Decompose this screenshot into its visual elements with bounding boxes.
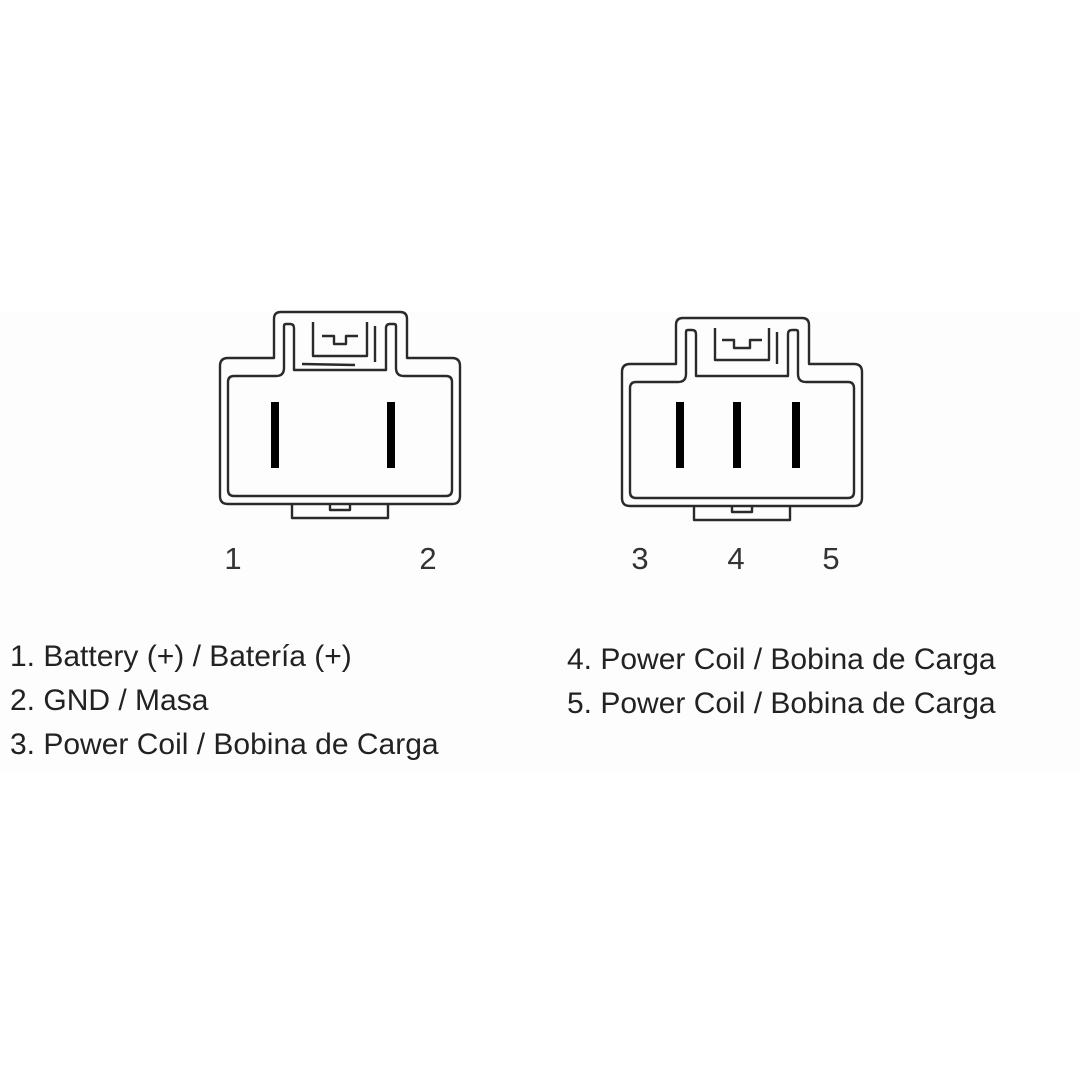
legend-item-1: 1. Battery (+) / Batería (+) [10,640,352,673]
pin-number-5: 5 [822,541,840,576]
terminal-pin-1 [271,402,279,468]
pin-number-3: 3 [631,541,649,576]
terminal-pin-5 [792,402,800,468]
connector-3-pin [620,316,864,522]
legend-item-3: 3. Power Coil / Bobina de Carga [10,728,439,761]
legend-item-5: 5. Power Coil / Bobina de Carga [567,687,996,720]
diagram-background [0,312,1080,772]
legend-right: 4. Power Coil / Bobina de Carga 5. Power… [567,638,996,726]
legend-item-2: 2. GND / Masa [10,684,209,717]
pin-number-4: 4 [727,541,745,576]
terminal-pin-3 [676,402,684,468]
legend-left: 1. Battery (+) / Batería (+) 2. GND / Ma… [10,635,439,767]
terminal-pin-4 [733,402,741,468]
pin-number-2: 2 [419,541,437,576]
pin-number-1: 1 [224,541,242,576]
connector-2-pin [218,310,462,520]
terminal-pin-2 [387,402,395,468]
legend-item-4: 4. Power Coil / Bobina de Carga [567,643,996,676]
